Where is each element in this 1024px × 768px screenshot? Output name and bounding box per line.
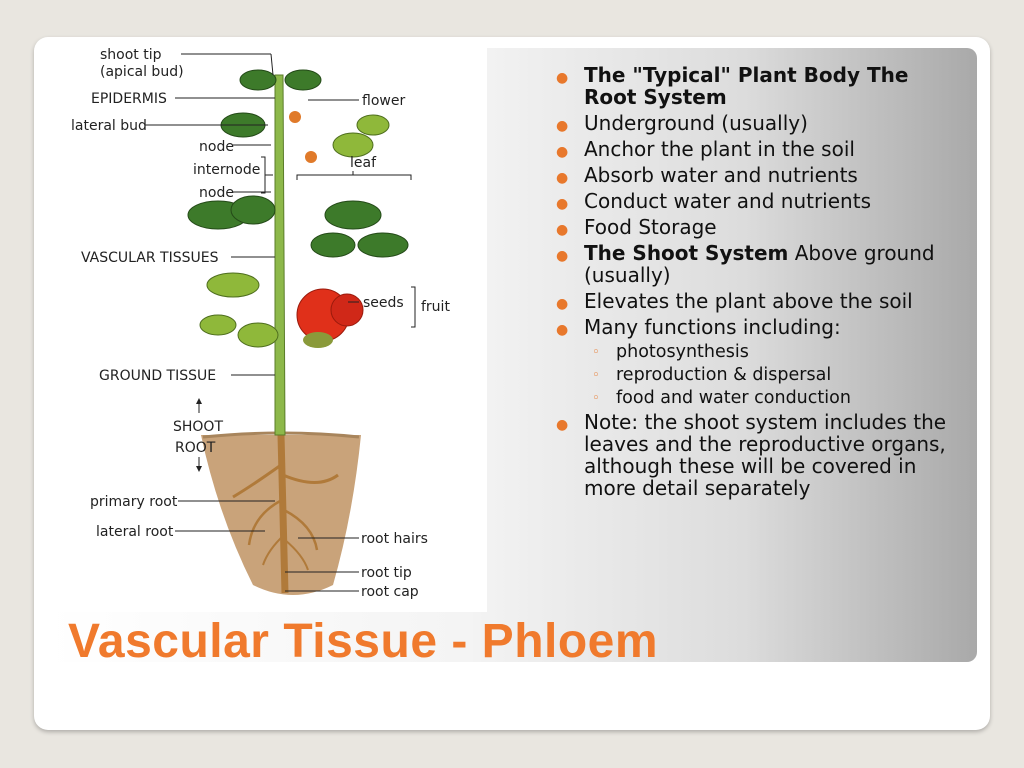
label-primary-root: primary root: [90, 494, 178, 510]
bullet-text: Anchor the plant in the soil: [584, 137, 855, 161]
label-epidermis: EPIDERMIS: [91, 91, 167, 107]
sub-bullet-text: food and water conduction: [616, 388, 851, 408]
sub-bullet-item: ◦ reproduction & dispersal: [556, 365, 966, 386]
bullet-text: Conduct water and nutrients: [584, 189, 871, 213]
bullet-list: ● The "Typical" Plant Body The Root Syste…: [556, 64, 966, 503]
bullet-dot-icon: ●: [556, 248, 569, 264]
slide-title: Vascular Tissue - Phloem: [68, 615, 659, 668]
bullet-text: Elevates the plant above the soil: [584, 289, 913, 313]
label-root-cap: root cap: [361, 584, 419, 600]
bullet-text: Underground (usually): [584, 111, 808, 135]
label-node-1: node: [199, 139, 234, 155]
label-node-2: node: [199, 185, 234, 201]
label-apical-bud: (apical bud): [100, 64, 184, 80]
sub-bullet-circle-icon: ◦: [592, 368, 600, 383]
sub-bullet-text: reproduction & dispersal: [616, 365, 832, 385]
bullet-item: ● Anchor the plant in the soil: [556, 138, 966, 160]
bullet-bold-text: The "Typical" Plant Body The Root System: [584, 63, 909, 109]
bullet-item: ● The "Typical" Plant Body The Root Syste…: [556, 64, 966, 108]
sub-bullet-circle-icon: ◦: [592, 345, 600, 360]
label-root-hairs: root hairs: [361, 531, 428, 547]
label-fruit: fruit: [421, 299, 450, 315]
label-lateral-bud: lateral bud: [71, 118, 147, 134]
label-lines: [145, 53, 416, 592]
bullet-item: ● Underground (usually): [556, 112, 966, 134]
label-root: ROOT: [175, 440, 216, 456]
plant-diagram-svg: shoot tip (apical bud) EPIDERMIS lateral…: [71, 47, 450, 600]
stem: [274, 74, 286, 436]
bullet-dot-icon: ●: [556, 144, 569, 160]
label-ground-tissue: GROUND TISSUE: [99, 368, 216, 384]
label-shoot: SHOOT: [173, 419, 223, 435]
bullet-dot-icon: ●: [556, 170, 569, 186]
sub-bullet-item: ◦ photosynthesis: [556, 342, 966, 363]
label-leaf: leaf: [350, 155, 377, 171]
tomato-fruit: [296, 288, 364, 348]
flowers: [289, 111, 317, 163]
label-shoot-tip: shoot tip: [100, 47, 162, 63]
bullet-dot-icon: ●: [556, 222, 569, 238]
label-root-tip: root tip: [361, 565, 412, 581]
sub-bullet-text: photosynthesis: [616, 342, 749, 362]
bullet-dot-icon: ●: [556, 196, 569, 212]
roots: [232, 434, 339, 594]
label-internode: internode: [193, 162, 260, 178]
bullet-item: ● Conduct water and nutrients: [556, 190, 966, 212]
bullet-text: Food Storage: [584, 215, 717, 239]
label-vascular-tissues: VASCULAR TISSUES: [81, 250, 219, 266]
label-seeds: seeds: [363, 295, 404, 311]
bullet-dot-icon: ●: [556, 322, 569, 338]
sub-bullet-item: ◦ food and water conduction: [556, 388, 966, 409]
bullet-dot-icon: ●: [556, 296, 569, 312]
label-flower: flower: [362, 93, 405, 109]
bullet-item: ● Food Storage: [556, 216, 966, 238]
bullet-dot-icon: ●: [556, 118, 569, 134]
plant-diagram: shoot tip (apical bud) EPIDERMIS lateral…: [53, 45, 487, 612]
bullet-dot-icon: ●: [556, 417, 569, 433]
bullet-text: Above ground (usually): [584, 241, 935, 287]
label-lateral-root: lateral root: [96, 524, 174, 540]
note-text: Note: the shoot system includes the leav…: [584, 410, 947, 500]
bullet-item: ● Absorb water and nutrients: [556, 164, 966, 186]
bullet-dot-icon: ●: [556, 70, 569, 86]
bullet-item: ● Many functions including:: [556, 316, 966, 338]
bullet-text: Absorb water and nutrients: [584, 163, 858, 187]
bullet-text: Many functions including:: [584, 315, 841, 339]
sub-bullet-circle-icon: ◦: [592, 391, 600, 406]
bullet-item: ● The Shoot System Above ground (usually): [556, 242, 966, 286]
bullet-item-note: ● Note: the shoot system includes the lea…: [556, 411, 966, 499]
bullet-item: ● Elevates the plant above the soil: [556, 290, 966, 312]
bullet-bold-text: The Shoot System: [584, 241, 789, 265]
